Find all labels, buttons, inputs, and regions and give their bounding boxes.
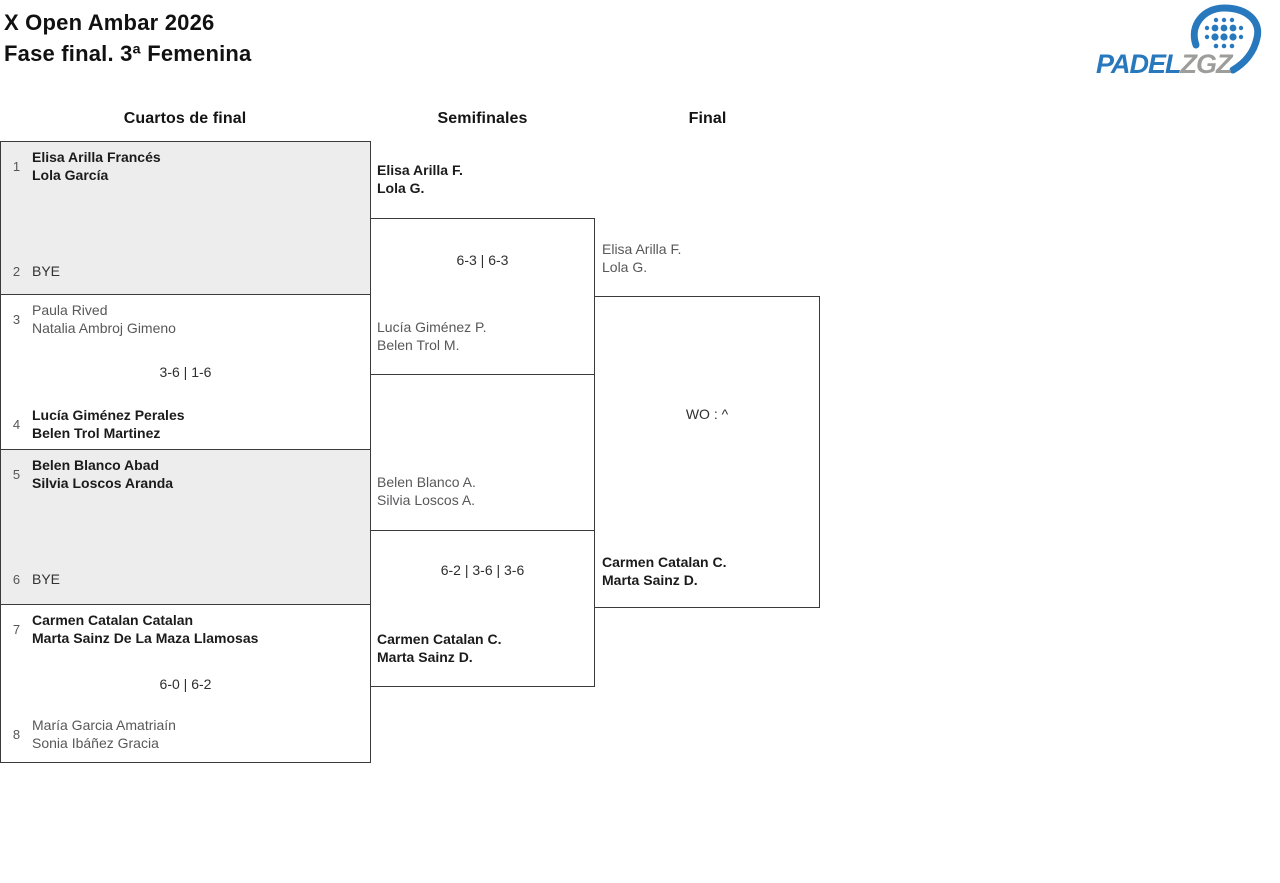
team-slot: 4 Lucía Giménez Perales Belen Trol Marti… bbox=[10, 406, 361, 442]
round-header-semifinals: Semifinales bbox=[437, 110, 528, 127]
player-name: Carmen Catalan C. bbox=[602, 554, 727, 570]
page-title: X Open Ambar 2026 Fase final. 3ª Femenin… bbox=[4, 7, 252, 69]
seed-number: 6 bbox=[12, 571, 21, 587]
seed-number: 4 bbox=[12, 416, 21, 432]
player-name: Lucía Giménez P. bbox=[377, 319, 487, 335]
round-header-final: Final bbox=[688, 110, 727, 127]
team-slot: 7 Carmen Catalan Catalan Marta Sainz De … bbox=[10, 611, 361, 647]
padel-racket-icon bbox=[1190, 4, 1262, 74]
player-name: Lola García bbox=[32, 167, 109, 183]
final-match-box bbox=[594, 296, 820, 608]
final-score: WO : ^ bbox=[685, 406, 729, 422]
player-name: BYE bbox=[32, 263, 61, 279]
player-name: María Garcia Amatriaín bbox=[32, 717, 176, 733]
round-header-quarterfinals: Cuartos de final bbox=[123, 110, 247, 127]
semifinal2-score: 6-2 | 3-6 | 3-6 bbox=[440, 562, 525, 578]
player-name: Lola G. bbox=[602, 259, 648, 275]
player-name: Belen Trol M. bbox=[377, 337, 460, 353]
team-slot: 6 BYE bbox=[10, 561, 361, 597]
semifinal1-score: 6-3 | 6-3 bbox=[456, 252, 509, 268]
tournament-name: X Open Ambar 2026 bbox=[4, 10, 215, 35]
semifinal2-bottom-team: Carmen Catalan C. Marta Sainz D. bbox=[377, 630, 501, 666]
semifinal1-bottom-team: Lucía Giménez P. Belen Trol M. bbox=[377, 318, 486, 354]
player-name: Marta Sainz D. bbox=[602, 572, 698, 588]
player-name: Paula Rived bbox=[32, 302, 108, 318]
semifinal2-top-team: Belen Blanco A. Silvia Loscos A. bbox=[377, 473, 476, 509]
player-name: Belen Blanco A. bbox=[377, 474, 476, 490]
phase-category: Fase final. 3ª Femenina bbox=[4, 41, 252, 66]
player-name: Marta Sainz D. bbox=[377, 649, 473, 665]
seed-number: 7 bbox=[12, 621, 21, 637]
logo-word-zgz: ZGZ bbox=[1180, 49, 1234, 79]
player-name: Carmen Catalan Catalan bbox=[32, 612, 194, 628]
player-name: BYE bbox=[32, 571, 61, 587]
match-score: 3-6 | 1-6 bbox=[159, 364, 212, 380]
match-score: 6-0 | 6-2 bbox=[159, 675, 212, 692]
quarterfinal-match-2: 3 Paula Rived Natalia Ambroj Gimeno 3-6 … bbox=[0, 295, 371, 450]
team-slot: 8 María Garcia Amatriaín Sonia Ibáñez Gr… bbox=[10, 716, 361, 752]
final-top-team: Elisa Arilla F. Lola G. bbox=[602, 240, 681, 276]
player-name: Silvia Loscos Aranda bbox=[32, 475, 174, 491]
player-name: Elisa Arilla F. bbox=[377, 162, 463, 178]
player-name: Carmen Catalan C. bbox=[377, 631, 502, 647]
padelzgz-logo: PADELZGZ bbox=[1096, 4, 1262, 79]
team-slot: 2 BYE bbox=[10, 253, 361, 289]
semifinal1-top-team: Elisa Arilla F. Lola G. bbox=[377, 161, 463, 197]
player-name: Silvia Loscos A. bbox=[377, 492, 476, 508]
player-name: Sonia Ibáñez Gracia bbox=[32, 735, 159, 751]
player-name: Natalia Ambroj Gimeno bbox=[32, 320, 176, 336]
team-slot: 1 Elisa Arilla Francés Lola García bbox=[10, 148, 361, 184]
player-name: Lucía Giménez Perales bbox=[32, 407, 185, 423]
player-name: Belen Trol Martinez bbox=[32, 425, 161, 441]
player-name: Elisa Arilla F. bbox=[602, 241, 682, 257]
player-name: Lola G. bbox=[377, 180, 425, 196]
player-name: Elisa Arilla Francés bbox=[32, 149, 161, 165]
logo-wordmark: PADELZGZ bbox=[1096, 49, 1234, 79]
quarterfinal-match-1: 1 Elisa Arilla Francés Lola García 2 BYE bbox=[0, 141, 371, 295]
seed-number: 8 bbox=[12, 726, 21, 742]
team-slot: 5 Belen Blanco Abad Silvia Loscos Aranda bbox=[10, 456, 361, 492]
seed-number: 1 bbox=[12, 158, 21, 174]
quarterfinal-match-3: 5 Belen Blanco Abad Silvia Loscos Aranda… bbox=[0, 450, 371, 605]
seed-number: 2 bbox=[12, 263, 21, 279]
final-bottom-team: Carmen Catalan C. Marta Sainz D. bbox=[602, 553, 726, 589]
player-name: Marta Sainz De La Maza Llamosas bbox=[32, 630, 259, 646]
team-slot: 3 Paula Rived Natalia Ambroj Gimeno bbox=[10, 301, 361, 337]
quarterfinal-match-4: 7 Carmen Catalan Catalan Marta Sainz De … bbox=[0, 605, 371, 763]
seed-number: 3 bbox=[12, 311, 21, 327]
semifinal-match-2-box bbox=[370, 530, 595, 687]
logo-word-padel: PADEL bbox=[1096, 49, 1181, 79]
player-name: Belen Blanco Abad bbox=[32, 457, 160, 473]
seed-number: 5 bbox=[12, 466, 21, 482]
